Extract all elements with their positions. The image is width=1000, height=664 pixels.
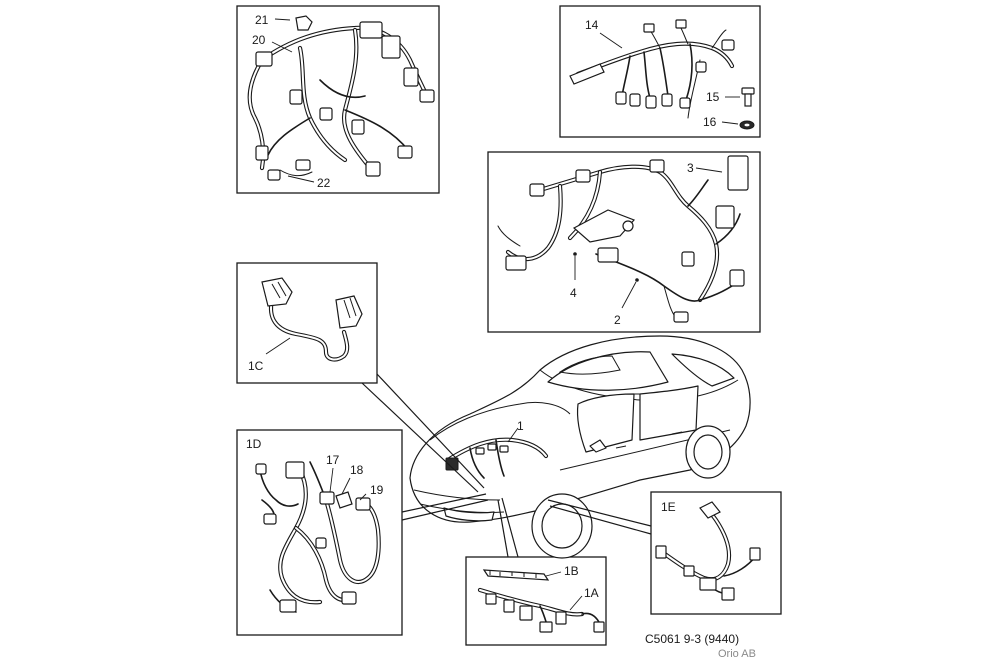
label-part-1b: 1B [564, 564, 579, 578]
label-part-2: 2 [614, 313, 621, 327]
panel-harness-1e [650, 491, 782, 615]
label-part-1e: 1E [661, 500, 676, 514]
label-part-3: 3 [687, 161, 694, 175]
label-part-1c: 1C [248, 359, 264, 373]
label-part-18: 18 [350, 463, 364, 477]
label-part-14: 14 [585, 18, 599, 32]
panel-engine-harness [236, 5, 440, 194]
car-illustration [409, 335, 751, 559]
label-part-17: 17 [326, 453, 340, 467]
publisher-name: Orio AB [718, 648, 756, 660]
label-part-16: 16 [703, 115, 717, 129]
pointer-lines [361, 373, 652, 558]
figure-code: C5061 9-3 (9440) [645, 632, 739, 646]
label-part-20: 20 [252, 33, 266, 47]
label-part-22: 22 [317, 176, 331, 190]
label-part-1a: 1A [584, 586, 599, 600]
label-part-1: 1 [517, 419, 524, 433]
label-part-19: 19 [370, 483, 384, 497]
label-part-4: 4 [570, 286, 577, 300]
panel-harness-14 [559, 5, 761, 138]
panel-harness-1d [236, 429, 403, 636]
label-part-1d: 1D [246, 437, 262, 451]
label-part-15: 15 [706, 90, 720, 104]
panel-harness-1a-1b [465, 556, 607, 646]
label-part-21: 21 [255, 13, 269, 27]
panel-harness-2-3-4 [487, 151, 761, 333]
panel-harness-1c [236, 262, 378, 384]
